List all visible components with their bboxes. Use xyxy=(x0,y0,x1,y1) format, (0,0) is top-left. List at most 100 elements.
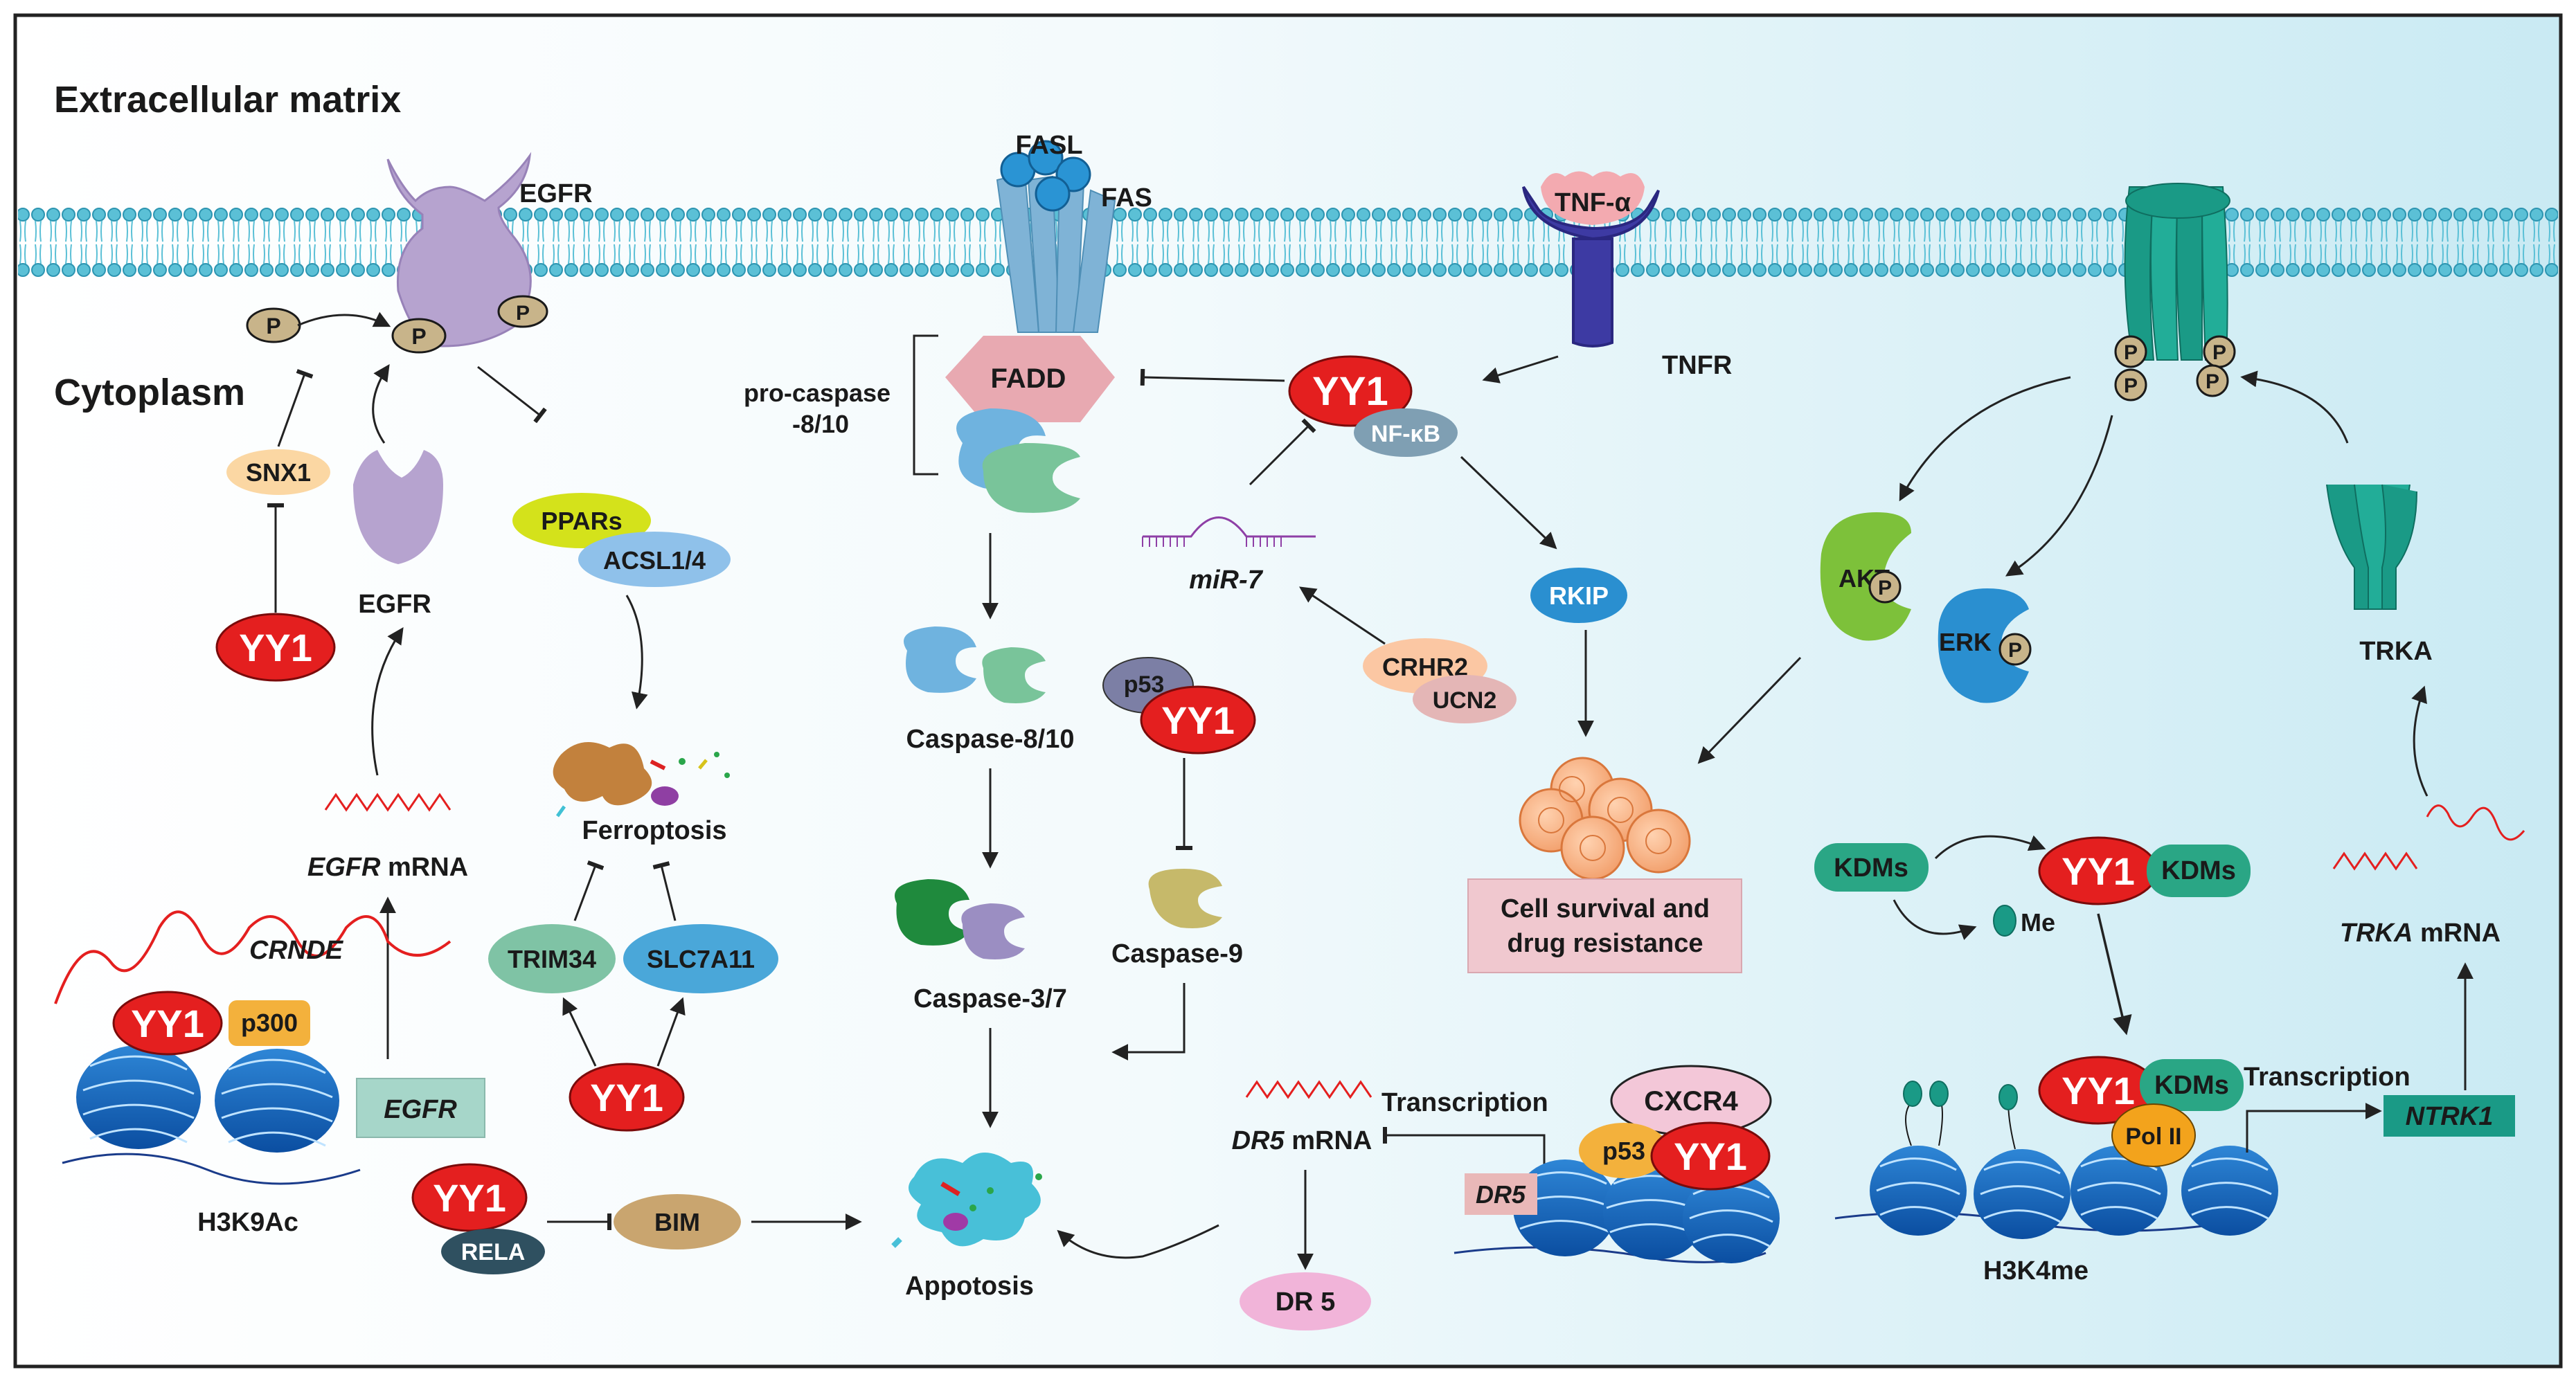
nfkb-label: NF-κB xyxy=(1371,421,1440,447)
nucleosomes-dr5 xyxy=(1454,1159,1780,1263)
procaspase-label-2: -8/10 xyxy=(792,410,849,438)
yy1-nfkb-label: YY1 xyxy=(1312,369,1388,414)
pol2-label: Pol II xyxy=(2125,1123,2181,1150)
ucn2 xyxy=(1413,675,1517,723)
yy1-nfkb xyxy=(1288,355,1413,427)
yy1-ferroptosis-label: YY1 xyxy=(590,1076,663,1119)
egfr-mrna-label: EGFR mRNA xyxy=(307,853,468,882)
yy1-egfr-chromatin xyxy=(112,991,223,1056)
phospho-egfr-left xyxy=(391,318,447,354)
nucleosomes-ntrk1 xyxy=(1834,1081,2278,1239)
bim-label: BIM xyxy=(654,1208,700,1236)
kdms-left xyxy=(1814,843,1929,892)
erk-label: ERK xyxy=(1939,628,1992,656)
slc7a11-label: SLC7A11 xyxy=(647,945,755,973)
rela-label: RELA xyxy=(461,1239,526,1265)
cell-survival-line2: drug resistance xyxy=(1508,929,1703,958)
tnfa-ligand xyxy=(1541,171,1645,225)
kdms-left-label: KDMs xyxy=(1834,854,1908,883)
trka-receptor-cytoplasm xyxy=(2326,484,2417,610)
trim34-label: TRIM34 xyxy=(508,945,596,973)
yy1-casp9-label: YY1 xyxy=(1161,698,1235,742)
rkip-label: RKIP xyxy=(1549,581,1609,610)
trka-label: TRKA xyxy=(2359,637,2433,666)
yy1-snx1-label: YY1 xyxy=(239,626,312,669)
dr5-protein xyxy=(1240,1272,1371,1330)
h3k4me-label: H3K4me xyxy=(1983,1256,2088,1285)
tnfr-receptor xyxy=(1522,186,1660,347)
slc7a11 xyxy=(623,924,778,993)
egfr-receptor-shape xyxy=(386,152,532,347)
phospho-trka-1-label: P xyxy=(2124,341,2138,364)
nucleosomes-egfr xyxy=(62,1045,361,1185)
tnfr-label: TNFR xyxy=(1662,351,1732,380)
phospho-egfr-right-label: P xyxy=(516,302,530,325)
caspase810-label: Caspase-8/10 xyxy=(906,725,1075,754)
pol2 xyxy=(2111,1103,2196,1167)
egfr-receptor-label: EGFR xyxy=(519,179,593,208)
mir7-label: miR-7 xyxy=(1189,566,1263,595)
ntrk1-gene xyxy=(2383,1095,2515,1137)
yy1-dr5-label: YY1 xyxy=(1674,1135,1747,1178)
h3k9ac-label: H3K9Ac xyxy=(197,1208,298,1237)
extracellular-label: Extracellular matrix xyxy=(54,79,401,120)
caspase810-blue xyxy=(904,626,976,693)
rela xyxy=(441,1229,545,1274)
kdms-chromatin xyxy=(2140,1059,2244,1111)
cell-cluster xyxy=(1519,757,1691,881)
ferroptosis-label: Ferroptosis xyxy=(582,816,726,845)
dr5-module: DR5 mRNA Transcription DR 5 DR5 CXCR4 p5… xyxy=(1057,1065,1780,1330)
me-group xyxy=(1993,905,2016,937)
caspase9-shape xyxy=(1148,869,1222,928)
p300 xyxy=(229,1000,310,1046)
dr5-mrna-label: DR5 mRNA xyxy=(1232,1126,1372,1155)
yy1-ferroptosis xyxy=(569,1063,685,1132)
phospho-trka-4 xyxy=(2196,364,2229,397)
caspase37-label: Caspase-3/7 xyxy=(913,984,1067,1013)
caspase37-dark xyxy=(895,879,969,946)
crnde-label: CRNDE xyxy=(249,936,344,965)
caspase810-green xyxy=(982,647,1046,703)
kdms-top-label: KDMs xyxy=(2161,856,2236,885)
yy1-bim xyxy=(411,1163,528,1232)
egfr-mrna-wave xyxy=(324,793,451,812)
yy1-ntrk1-label: YY1 xyxy=(2061,1069,2135,1112)
kdms-top xyxy=(2147,845,2251,897)
p53-casp9-label: p53 xyxy=(1124,671,1165,698)
dr5-mrna-wave xyxy=(1245,1080,1372,1099)
p300-label: p300 xyxy=(241,1009,298,1037)
nfkb xyxy=(1354,408,1458,457)
phospho-trka-2-label: P xyxy=(2124,374,2138,397)
phospho-akt xyxy=(1868,570,1902,604)
p53-dr5 xyxy=(1579,1123,1669,1178)
fas-label: FAS xyxy=(1101,183,1152,213)
phospho-erk xyxy=(1998,633,2032,666)
ntrk1-transcription-label: Transcription xyxy=(2244,1063,2410,1092)
acsl14 xyxy=(578,532,731,587)
snx1 xyxy=(226,449,330,495)
yy1-kdms-top-label: YY1 xyxy=(2061,849,2135,893)
egfr-gene-label: EGFR xyxy=(384,1095,457,1124)
p53-dr5-label: p53 xyxy=(1602,1137,1645,1165)
mir7-hairpin xyxy=(1143,516,1316,538)
apoptosis-label: Appotosis xyxy=(905,1272,1034,1301)
caspase37-purple xyxy=(961,903,1025,959)
phospho-trka-4-label: P xyxy=(2206,370,2219,393)
yy1-dr5 xyxy=(1650,1121,1771,1191)
phospho-egfr-left-label: P xyxy=(411,324,426,349)
acsl14-label: ACSL1/4 xyxy=(603,546,706,575)
erk-shape xyxy=(1938,588,2029,703)
dr5-transcription-label: Transcription xyxy=(1381,1088,1548,1117)
dr5-gene-label: DR5 xyxy=(1476,1180,1526,1209)
fas-module: FASL FAS FADD pro-caspase -8/10 Caspase-… xyxy=(744,131,1256,1301)
ntrk1-gene-label: NTRK1 xyxy=(2406,1102,2494,1131)
trka-membrane-receptor xyxy=(2124,183,2230,361)
yy1-egfr-chromatin-label: YY1 xyxy=(131,1002,204,1045)
trka-mrna-label: TRKA mRNA xyxy=(2340,919,2501,948)
cxcr4-label: CXCR4 xyxy=(1644,1086,1738,1117)
phospho-free-label: P xyxy=(266,314,280,339)
fasl-label: FASL xyxy=(1015,131,1082,160)
tnf-module: TNF-α TNFR YY1 NF-κB miR-7 CRHR2 UCN2 RK… xyxy=(1140,171,1742,973)
ferroptosis-module: PPARs ACSL1/4 Ferroptosis TRIM34 SLC7A11… xyxy=(477,365,778,1132)
